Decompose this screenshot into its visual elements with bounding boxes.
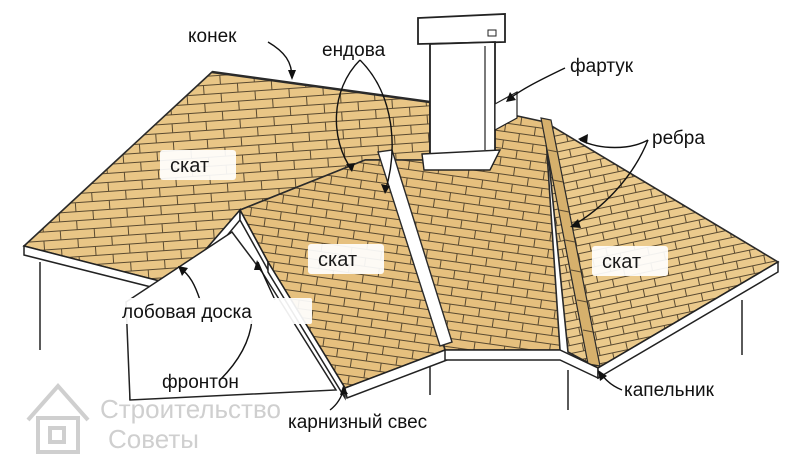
label-valley: ендова xyxy=(322,40,386,61)
label-apron: фартук xyxy=(570,56,634,77)
leader-hip-2 xyxy=(571,139,649,227)
chimney-apron xyxy=(421,149,502,171)
fascia-lower xyxy=(267,259,346,401)
label-slope-left: скат xyxy=(170,155,209,177)
label-slope-left-bg xyxy=(160,150,236,180)
label-fascia: лобовая доска xyxy=(122,302,252,323)
leader-arrowheads xyxy=(178,70,607,395)
eave-right xyxy=(597,260,779,380)
label-eave-overhang: карнизный свес xyxy=(288,412,427,433)
watermark: Строительство Советы xyxy=(26,382,281,454)
diagram-labels: конек ендова фартук ребра скат скат скат… xyxy=(116,26,715,433)
leader-ridge xyxy=(267,41,293,79)
leader-gable xyxy=(219,319,253,381)
label-slope-right: скат xyxy=(602,251,641,273)
label-slope-right-bg xyxy=(592,246,668,276)
label-drip-edge: капельник xyxy=(624,380,715,401)
label-slope-center-bg xyxy=(308,244,384,274)
roof-ridge-line xyxy=(211,70,431,104)
chimney xyxy=(417,13,518,171)
label-slope-center: скат xyxy=(318,249,357,271)
chimney-vent xyxy=(487,29,497,37)
label-fascia-bg xyxy=(116,298,312,324)
hip-ridge-caps xyxy=(547,149,594,333)
watermark-line-1: Строительство xyxy=(100,394,281,424)
chimney-cap xyxy=(417,13,506,45)
leader-valley-1 xyxy=(335,59,361,171)
watermark-line-2: Советы xyxy=(108,424,199,454)
leader-valley-2 xyxy=(359,59,393,193)
label-hips: ребра xyxy=(652,128,705,149)
label-ridge: конек xyxy=(188,26,237,47)
house-icon xyxy=(26,382,90,454)
label-gable: фронтон xyxy=(162,372,239,393)
roof-valley-strip xyxy=(377,149,453,347)
leader-hip-1 xyxy=(579,139,649,149)
